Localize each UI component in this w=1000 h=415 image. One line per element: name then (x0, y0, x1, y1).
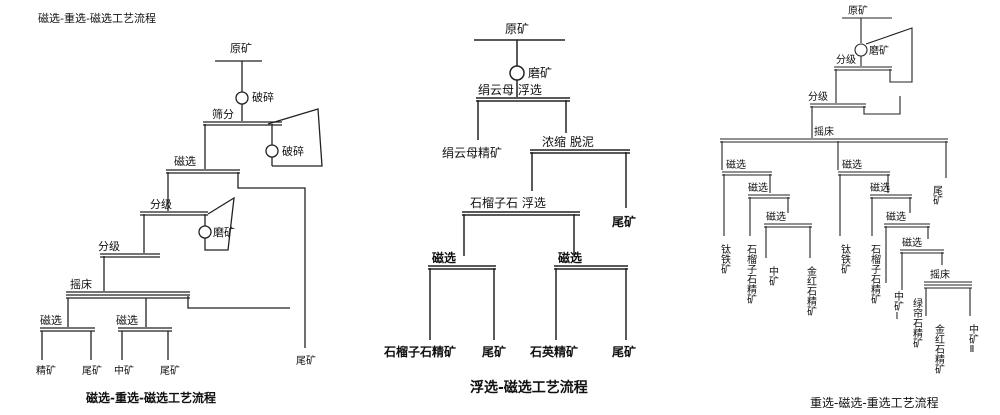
node-classification: 分级 (150, 198, 172, 211)
node-magnetic-separation-7: 磁选 (902, 236, 922, 249)
product-middlings-2: 中矿Ⅱ (967, 323, 979, 355)
node-classification: 分级 (836, 54, 856, 66)
node-crushing: 破碎 (252, 90, 274, 104)
node-magnetic-separation: 磁选 (726, 158, 746, 171)
product-rutile-concentrate-2: 金红石精矿 (933, 323, 945, 375)
diagram-flotation-magnetic: 原矿 磨矿 绢云母 浮选 绢云母精矿 浓缩 脱泥 石榴子石 浮选 尾矿 磁选 磁… (383, 22, 636, 396)
product-concentrate: 精矿 (36, 364, 56, 377)
node-magnetic-separation: 磁选 (174, 155, 196, 168)
node-screening: 筛分 (212, 107, 234, 121)
product-garnet-concentrate-2: 石榴子石精矿 (869, 244, 881, 305)
product-sericite-concentrate: 绢云母精矿 (442, 145, 502, 160)
product-tailings-3: 尾矿 (296, 354, 316, 367)
node-garnet-flotation: 石榴子石 浮选 (470, 196, 546, 210)
node-shaking-table-2: 摇床 (930, 268, 950, 281)
product-ilmenite-2: 钛铁矿 (839, 244, 851, 275)
product-quartz-concentrate: 石英精矿 (529, 344, 578, 359)
node-shaking-table: 摇床 (70, 277, 92, 291)
node-thickening-desliming: 浓缩 脱泥 (542, 134, 594, 149)
node-grinding: 磨矿 (528, 66, 552, 80)
node-magnetic-separation-2: 磁选 (748, 181, 768, 194)
diagram-title: 浮选-磁选工艺流程 (470, 379, 588, 396)
product-rutile-concentrate: 金红石精矿 (805, 265, 817, 317)
node-magnetic-separation-6: 磁选 (886, 210, 906, 223)
node-magnetic-separation-5: 磁选 (870, 181, 890, 194)
product-garnet-concentrate: 石榴子石精矿 (745, 244, 757, 305)
node-magnetic-separation-3: 磁选 (766, 210, 786, 223)
product-tailings: 尾矿 (612, 214, 636, 229)
node-crushing-2: 破碎 (282, 144, 304, 158)
node-magnetic-separation-4: 磁选 (842, 158, 862, 171)
node-raw-ore: 原矿 (230, 42, 252, 55)
product-middlings: 中矿 (114, 364, 134, 377)
node-raw-ore: 原矿 (848, 4, 868, 17)
diagram-title: 磁选-重选-磁选工艺流程 (85, 390, 216, 405)
product-tailings-3: 尾矿 (612, 344, 636, 359)
node-grinding: 磨矿 (869, 44, 889, 57)
diagram-gravity-magnetic-gravity: 原矿 磨矿 分级 分级 摇床 磁选 磁选 磁选 磁选 磁选 磁选 磁选 摇床 尾… (719, 4, 979, 410)
node-classification-2: 分级 (808, 91, 828, 103)
node-grinding: 磨矿 (213, 226, 235, 239)
product-ilmenite: 钛铁矿 (719, 244, 731, 275)
node-magnetic-separation: 磁选 (431, 250, 456, 265)
product-tailings-2: 尾矿 (482, 344, 506, 359)
product-middlings-1: 中矿Ⅰ (892, 290, 904, 322)
product-epidote-concentrate: 绿帘石精矿 (911, 297, 923, 349)
diagram-title: 重选-磁选-重选工艺流程 (810, 395, 939, 410)
node-classification-2: 分级 (98, 240, 120, 253)
diagram-heading: 磁选-重选-磁选工艺流程 (38, 11, 156, 25)
product-tailings: 尾矿 (82, 364, 102, 377)
product-middlings: 中矿 (767, 265, 779, 287)
node-raw-ore: 原矿 (505, 22, 529, 36)
product-tailings-2: 尾矿 (160, 364, 180, 377)
product-tailings: 尾矿 (931, 185, 943, 206)
node-magnetic-separation-2: 磁选 (40, 314, 62, 327)
node-shaking-table: 摇床 (814, 125, 834, 138)
diagram-magnetic-gravity-magnetic: 磁选-重选-磁选工艺流程 (36, 11, 323, 405)
node-magnetic-separation-3: 磁选 (116, 314, 138, 327)
node-magnetic-separation-2: 磁选 (557, 250, 582, 265)
product-garnet-concentrate: 石榴子石精矿 (383, 344, 456, 359)
node-sericite-flotation: 绢云母 浮选 (478, 82, 542, 97)
